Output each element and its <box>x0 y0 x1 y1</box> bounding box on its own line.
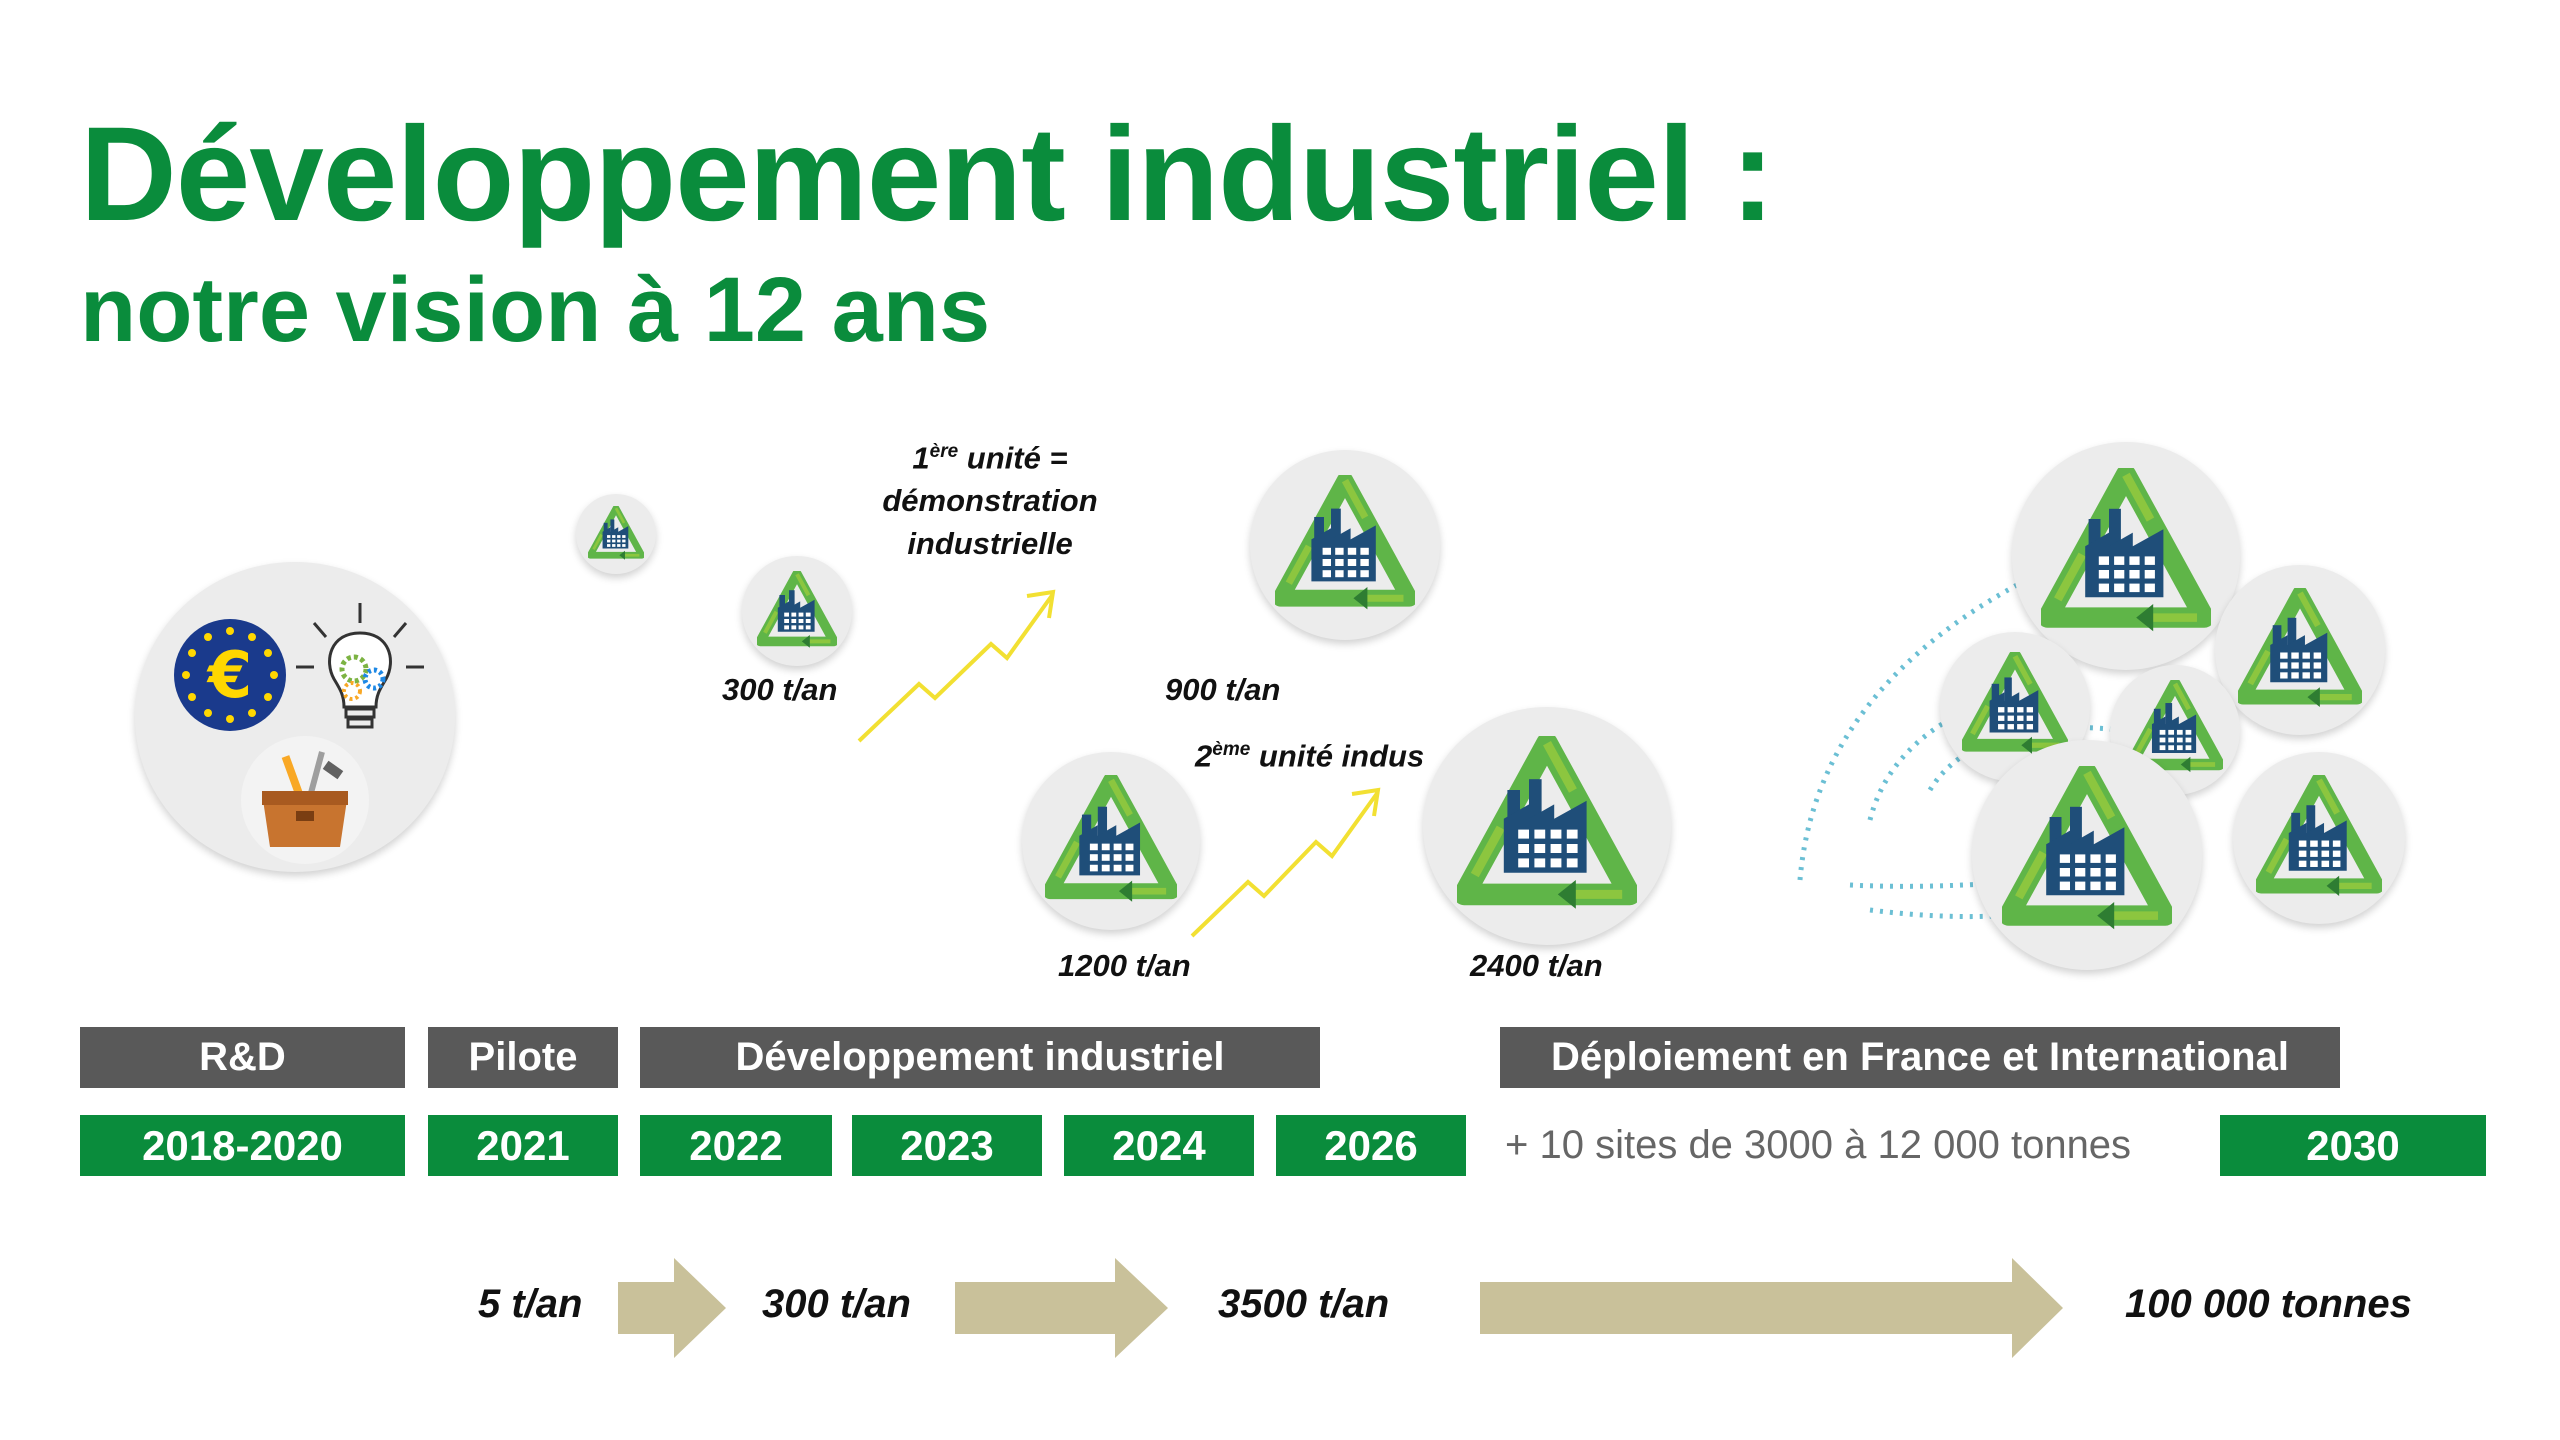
flow-value-2: 300 t/an <box>762 1282 911 1326</box>
capacity-300-label: 300 t/an <box>722 672 838 707</box>
phase-dev-industriel: Développement industriel <box>640 1027 1320 1088</box>
capacity-2400-label: 2400 t/an <box>1470 948 1603 983</box>
phase-deploiement: Déploiement en France et International <box>1500 1027 2340 1088</box>
unit1-ordinal: 1 <box>912 440 930 476</box>
sites-description: + 10 sites de 3000 à 12 000 tonnes <box>1505 1123 2132 1167</box>
page-subtitle: notre vision à 12 ans <box>80 259 991 361</box>
recycling-factory-icon <box>2041 468 2211 638</box>
year-2022: 2022 <box>640 1115 832 1176</box>
capacity-1200-label: 1200 t/an <box>1058 948 1191 983</box>
flow-value-1: 5 t/an <box>478 1282 583 1326</box>
flow-arrow-icon <box>955 1258 1168 1358</box>
unit2-rest: unité indus <box>1250 738 1425 774</box>
recycling-factory-icon <box>1457 736 1637 916</box>
flow-arrow-icon <box>1480 1258 2063 1358</box>
unit1-line3: industrielle <box>907 526 1073 562</box>
unit2-ordinal: 2 <box>1195 738 1213 774</box>
recycling-factory-icon <box>588 506 644 562</box>
flow-value-3: 3500 t/an <box>1218 1282 1390 1326</box>
year-2023: 2023 <box>852 1115 1042 1176</box>
capacity-900-label: 900 t/an <box>1165 672 1281 707</box>
svg-text:€: € <box>206 639 253 713</box>
trend-arrow-icon <box>1190 787 1381 938</box>
flow-value-4: 100 000 tonnes <box>2125 1282 2412 1326</box>
toolbox-icon <box>241 736 369 864</box>
recycling-factory-icon <box>757 571 837 651</box>
recycling-factory-icon <box>2238 588 2362 712</box>
recycling-factory-icon <box>2002 766 2172 936</box>
phase-rd: R&D <box>80 1027 405 1088</box>
euro-icon: € <box>174 619 286 731</box>
phase-pilote: Pilote <box>428 1027 618 1088</box>
year-2024: 2024 <box>1064 1115 1254 1176</box>
page-title: Développement industriel : <box>80 100 1775 249</box>
unit1-annotation: 1ère unité = démonstration industrielle <box>855 430 1125 565</box>
unit2-sup: ème <box>1212 739 1251 760</box>
recycling-factory-icon <box>1275 475 1415 615</box>
flow-arrow-icon <box>618 1258 726 1358</box>
year-2026: 2026 <box>1276 1115 1466 1176</box>
recycling-factory-icon <box>1045 775 1177 907</box>
unit2-annotation: 2ème unité indus <box>1195 728 1424 777</box>
recycling-factory-icon <box>1962 652 2068 758</box>
unit1-line1: unité = <box>958 440 1068 476</box>
unit1-sup: ère <box>929 441 959 462</box>
year-2030: 2030 <box>2220 1115 2486 1176</box>
trend-arrow-icon <box>857 589 1056 743</box>
unit1-line2: démonstration <box>882 483 1098 519</box>
year-2021: 2021 <box>428 1115 618 1176</box>
year-2018-2020: 2018-2020 <box>80 1115 405 1176</box>
recycling-factory-icon <box>2256 775 2382 901</box>
lightbulb-gears-icon <box>296 603 424 729</box>
